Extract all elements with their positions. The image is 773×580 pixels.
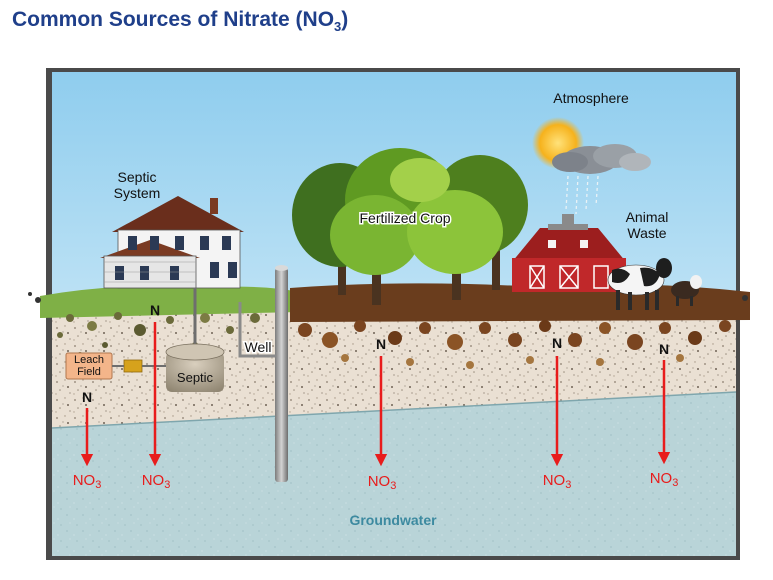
- leach-field-distribution-box: [123, 359, 143, 373]
- animal-waste-label-line1: Animal: [626, 209, 669, 225]
- groundwater-label: Groundwater: [349, 512, 437, 528]
- animal-waste-label-line2: Waste: [627, 225, 666, 241]
- nitrate-label: NO3: [73, 472, 102, 491]
- cows: [607, 258, 702, 310]
- septic-tank-label: Septic: [177, 370, 214, 385]
- leach-field-label-line2: Field: [77, 366, 101, 378]
- nitrate-label: NO3: [543, 472, 572, 491]
- well-pipe: [238, 302, 276, 358]
- flow-animal-waste-2: N NO3: [650, 341, 679, 489]
- page-title: Common Sources of Nitrate (NO3): [12, 8, 348, 34]
- farmhouse: [100, 196, 244, 289]
- grass-strip: [40, 286, 300, 318]
- soil-pebbles-right: [298, 295, 748, 369]
- septic-system-label-line2: System: [114, 185, 161, 201]
- weather-icon: [532, 117, 651, 215]
- septic-tank: [165, 343, 225, 392]
- well-casing: [275, 268, 288, 482]
- title-text: Common Sources of Nitrate (NO: [12, 8, 335, 31]
- nitrogen-label: N: [376, 336, 386, 352]
- groundwater-zone: [52, 392, 736, 556]
- leach-field-label-line1: Leach: [74, 354, 104, 366]
- unsaturated-soil: [52, 294, 736, 430]
- septic-system-label-line1: Septic: [118, 169, 157, 185]
- nitrogen-label: N: [82, 389, 92, 405]
- nitrogen-label: N: [552, 335, 562, 351]
- title-close: ): [341, 8, 349, 31]
- soil-pebbles-left: [28, 292, 260, 358]
- water-table-line: [51, 391, 737, 429]
- well-cap: [275, 265, 288, 271]
- atmosphere-label: Atmosphere: [553, 90, 629, 106]
- fertilized-crop-label: Fertilized Crop: [359, 210, 450, 226]
- flow-fertilized-crop: N NO3: [368, 336, 397, 492]
- barn: [512, 214, 626, 292]
- title-subscript: 3: [334, 19, 342, 35]
- tree-group: [292, 148, 528, 305]
- flow-leach-field: N NO3: [73, 389, 102, 491]
- nitrate-label: NO3: [368, 473, 397, 492]
- well-label: Well: [245, 339, 272, 355]
- nitrate-label: NO3: [650, 470, 679, 489]
- nitrogen-label: N: [150, 302, 160, 318]
- nitrate-label: NO3: [142, 472, 171, 491]
- nitrogen-label: N: [659, 341, 669, 357]
- flow-animal-waste-1: N NO3: [543, 335, 572, 491]
- flow-septic-system: N NO3: [142, 302, 171, 491]
